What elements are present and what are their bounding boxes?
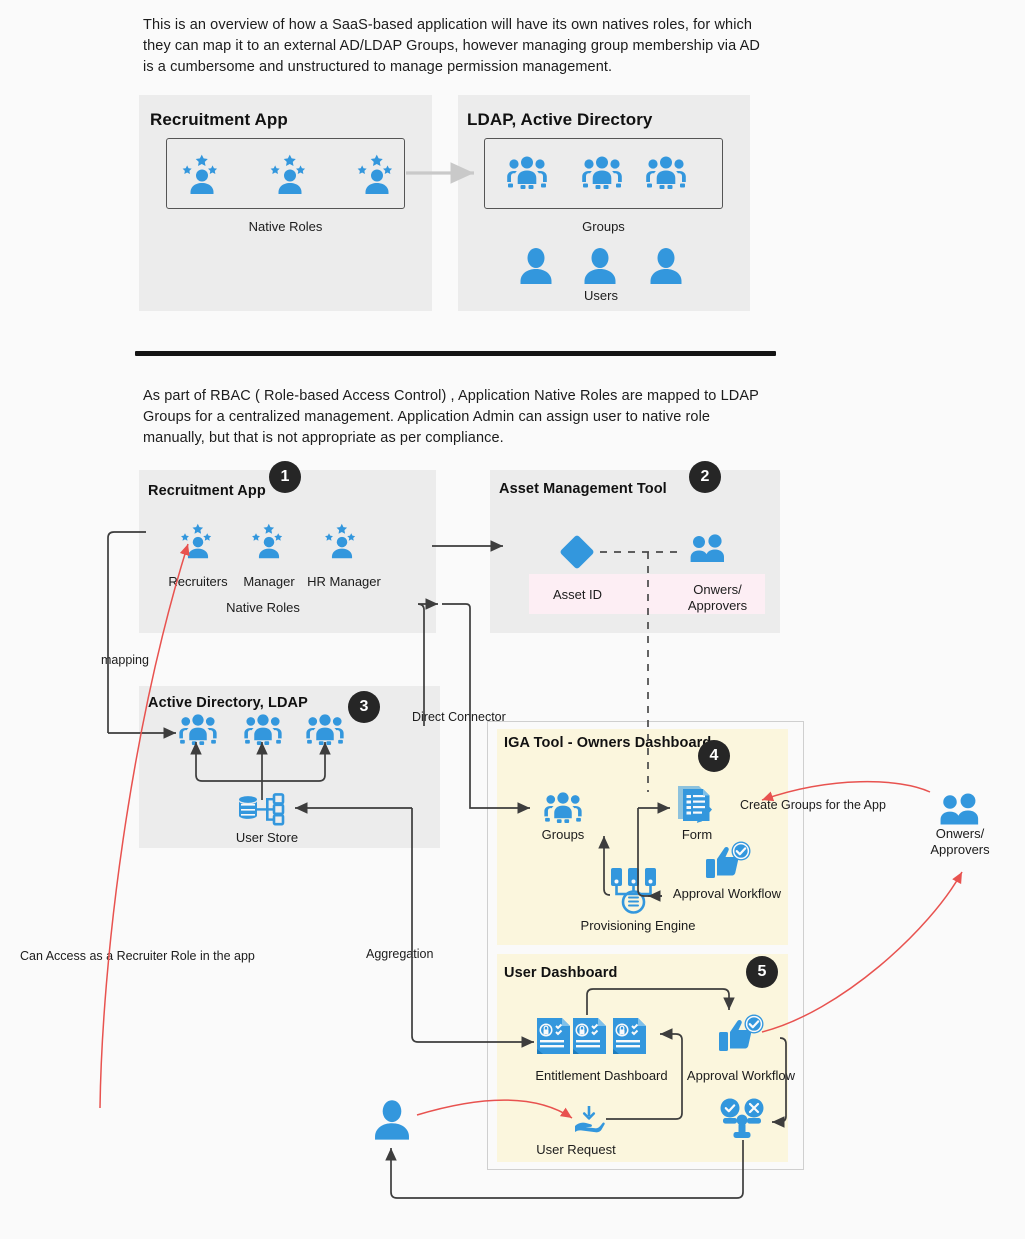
external-owners-two-people-icon xyxy=(937,793,981,829)
step-badge-2: 2 xyxy=(689,461,721,493)
top-user-icon-1 xyxy=(516,246,556,288)
asset-owners-label: Onwers/ Approvers xyxy=(665,582,770,614)
top-groups-caption: Groups xyxy=(582,219,625,234)
ad-group-icon-1 xyxy=(178,713,218,745)
role-label-hr-manager: HR Manager xyxy=(307,574,381,589)
user-approval-thumbs-up-icon xyxy=(718,1013,764,1057)
role-label-recruiters: Recruiters xyxy=(168,574,228,589)
provisioning-engine-caption: Provisioning Engine xyxy=(580,918,696,933)
asset-owners-band xyxy=(529,574,765,614)
diamond-icon xyxy=(558,533,596,571)
entitlement-doc-icon-2 xyxy=(570,1016,610,1058)
intro-paragraph-2: As part of RBAC ( Role-based Access Cont… xyxy=(143,388,759,446)
form-icon xyxy=(675,783,719,825)
external-owners-label: Onwers/ Approvers xyxy=(905,826,1015,858)
top-group-icon-1 xyxy=(506,155,548,189)
entitlement-dashboard-caption: Entitlement Dashboard xyxy=(535,1068,668,1083)
iga-tool-title: IGA Tool - Owners Dashboard xyxy=(504,735,712,751)
top-role-icon-1 xyxy=(178,148,226,196)
connector-direct-top-elbow xyxy=(442,603,471,609)
user-request-hand-icon xyxy=(572,1104,606,1136)
annotation-direct-connector: Direct Connector xyxy=(412,710,506,724)
iga-groups-caption: Groups xyxy=(541,827,585,842)
step-badge-4: 4 xyxy=(698,740,730,772)
user-store-caption: User Store xyxy=(235,830,299,845)
recruiters-role-icon xyxy=(177,518,219,560)
iga-approval-thumbs-up-icon xyxy=(705,840,751,884)
annotation-can-access: Can Access as a Recruiter Role in the ap… xyxy=(20,949,255,963)
top-group-icon-2 xyxy=(581,155,623,189)
top-ldap-title: LDAP, Active Directory xyxy=(467,110,653,129)
provisioning-engine-icon xyxy=(606,865,662,915)
top-group-icon-3 xyxy=(645,155,687,189)
top-users-caption: Users xyxy=(584,288,618,303)
annotation-create-groups: Create Groups for the App xyxy=(740,798,886,812)
user-request-caption: User Request xyxy=(536,1142,616,1157)
form-caption: Form xyxy=(681,827,713,842)
recruitment-app-title: Recruitment App xyxy=(148,483,266,499)
asset-owners-label-line1: Onwers/ xyxy=(693,582,742,597)
recruitment-native-roles-caption: Native Roles xyxy=(226,600,300,615)
asset-id-label: Asset ID xyxy=(552,587,603,602)
ad-group-icon-3 xyxy=(305,713,345,745)
annotation-mapping: mapping xyxy=(101,653,149,667)
database-tree-icon xyxy=(235,792,291,826)
asset-management-title: Asset Management Tool xyxy=(499,481,667,497)
end-user-icon xyxy=(370,1098,414,1144)
step-badge-3: 3 xyxy=(348,691,380,723)
external-owners-label-line1: Onwers/ xyxy=(935,826,985,841)
top-role-icon-2 xyxy=(266,148,314,196)
annotation-aggregation: Aggregation xyxy=(366,947,434,961)
top-recruitment-app-title: Recruitment App xyxy=(150,110,288,129)
active-directory-title: Active Directory, LDAP xyxy=(148,695,308,711)
user-dashboard-title: User Dashboard xyxy=(504,965,618,981)
external-owners-label-line2: Approvers xyxy=(930,842,990,857)
asset-owners-two-people-icon xyxy=(688,534,726,566)
user-approval-caption: Approval Workflow xyxy=(686,1068,796,1083)
top-user-icon-2 xyxy=(580,246,620,288)
approve-reject-user-icon xyxy=(718,1098,768,1144)
iga-groups-icon xyxy=(543,791,583,823)
section-divider xyxy=(135,351,776,356)
role-label-manager: Manager xyxy=(243,574,295,589)
entitlement-doc-icon-1 xyxy=(534,1016,574,1058)
asset-owners-label-line2: Approvers xyxy=(687,598,748,613)
hr-manager-role-icon xyxy=(321,518,363,560)
ad-group-icon-2 xyxy=(243,713,283,745)
manager-role-icon xyxy=(248,518,290,560)
entitlement-doc-icon-3 xyxy=(610,1016,650,1058)
intro-paragraph-1: This is an overview of how a SaaS-based … xyxy=(143,17,760,75)
top-native-roles-caption: Native Roles xyxy=(248,219,323,234)
step-badge-5: 5 xyxy=(746,956,778,988)
top-user-icon-3 xyxy=(646,246,686,288)
step-badge-1: 1 xyxy=(269,461,301,493)
top-role-icon-3 xyxy=(353,148,401,196)
iga-approval-caption: Approval Workflow xyxy=(672,886,782,901)
